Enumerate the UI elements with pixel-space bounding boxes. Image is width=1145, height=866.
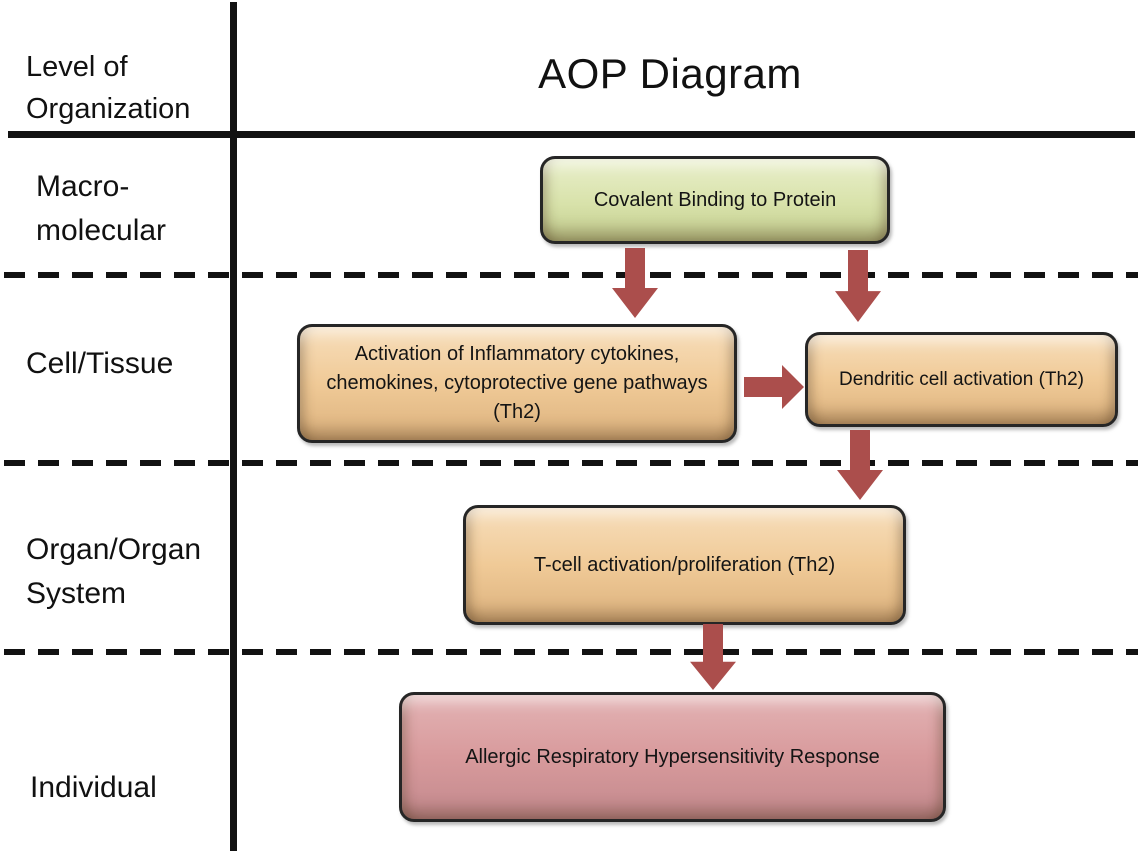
node-inflammatory-activation: Activation of Inflammatory cytokines, ch…	[297, 324, 737, 443]
node-tcell-activation: T-cell activation/proliferation (Th2)	[463, 505, 906, 625]
level-label-cell-tissue: Cell/Tissue	[26, 347, 174, 380]
level-label-organ-system: Organ/Organ System	[26, 533, 202, 610]
node-allergic-response: Allergic Respiratory Hypersensitivity Re…	[399, 692, 946, 822]
node-dendritic-activation-label: Dendritic cell activation (Th2)	[839, 368, 1084, 390]
arrow-down-icon	[835, 250, 881, 322]
divider-macromolecular-celltissue	[4, 272, 1138, 278]
arrow-right-icon	[744, 365, 804, 409]
level-label-macromolecular: Macro- molecular	[36, 170, 167, 247]
node-tcell-activation-label: T-cell activation/proliferation (Th2)	[533, 553, 836, 576]
node-covalent-binding-label: Covalent Binding to Protein	[593, 188, 837, 211]
divider-organ-individual	[4, 649, 1138, 655]
page-title: AOP Diagram	[538, 50, 802, 97]
node-inflammatory-activation-label: Activation of Inflammatory cytokines, ch…	[326, 343, 708, 423]
arrow-down-icon	[837, 430, 883, 500]
level-column-header: Level of Organization	[26, 51, 191, 125]
level-label-individual: Individual	[30, 771, 157, 804]
arrow-down-icon	[612, 248, 658, 318]
node-allergic-response-label: Allergic Respiratory Hypersensitivity Re…	[465, 745, 880, 768]
node-covalent-binding: Covalent Binding to Protein	[540, 156, 890, 244]
column-divider-line	[230, 2, 237, 851]
node-dendritic-activation: Dendritic cell activation (Th2)	[805, 332, 1118, 427]
divider-celltissue-organ	[4, 460, 1138, 466]
header-divider-line	[8, 131, 1135, 138]
arrow-down-icon	[690, 624, 736, 690]
